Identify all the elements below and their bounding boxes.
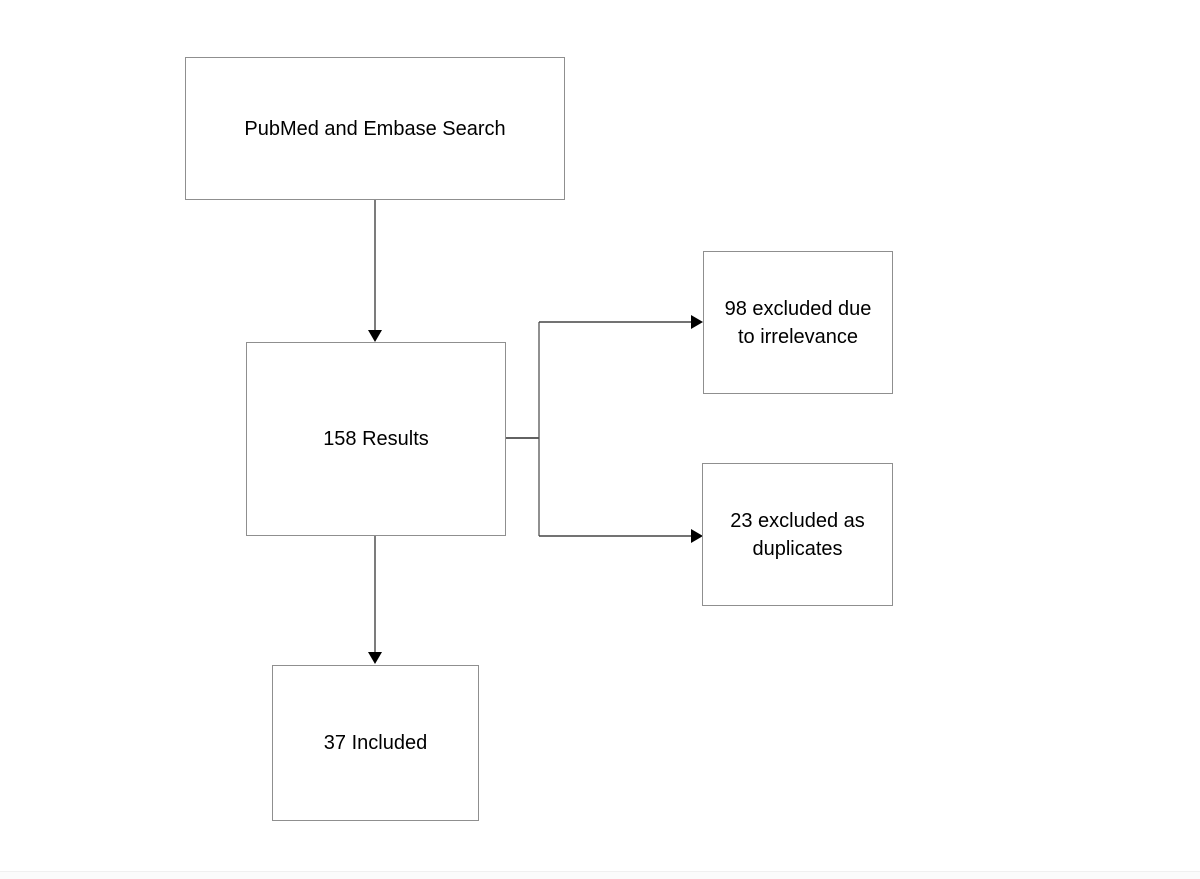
arrowhead-down-included xyxy=(368,652,382,664)
node-pubmed-embase-search: PubMed and Embase Search xyxy=(185,57,565,200)
node-results: 158 Results xyxy=(246,342,506,536)
node-excluded-irrelevance: 98 excluded due to irrelevance xyxy=(703,251,893,394)
node-excluded-duplicates: 23 excluded as duplicates xyxy=(702,463,893,606)
node-label: 23 excluded as xyxy=(730,509,865,532)
arrowhead-down-results xyxy=(368,330,382,342)
node-included: 37 Included xyxy=(272,665,479,821)
node-label: 37 Included xyxy=(323,732,428,754)
node-label: PubMed and Embase Search xyxy=(244,117,506,140)
arrowhead-right-irrelevance xyxy=(691,315,703,329)
node-label: 98 excluded due xyxy=(724,297,872,320)
node-label: to irrelevance xyxy=(737,325,859,348)
node-label: 158 Results xyxy=(323,428,429,450)
window-bottom-edge xyxy=(0,871,1200,879)
node-label: duplicates xyxy=(752,537,843,560)
